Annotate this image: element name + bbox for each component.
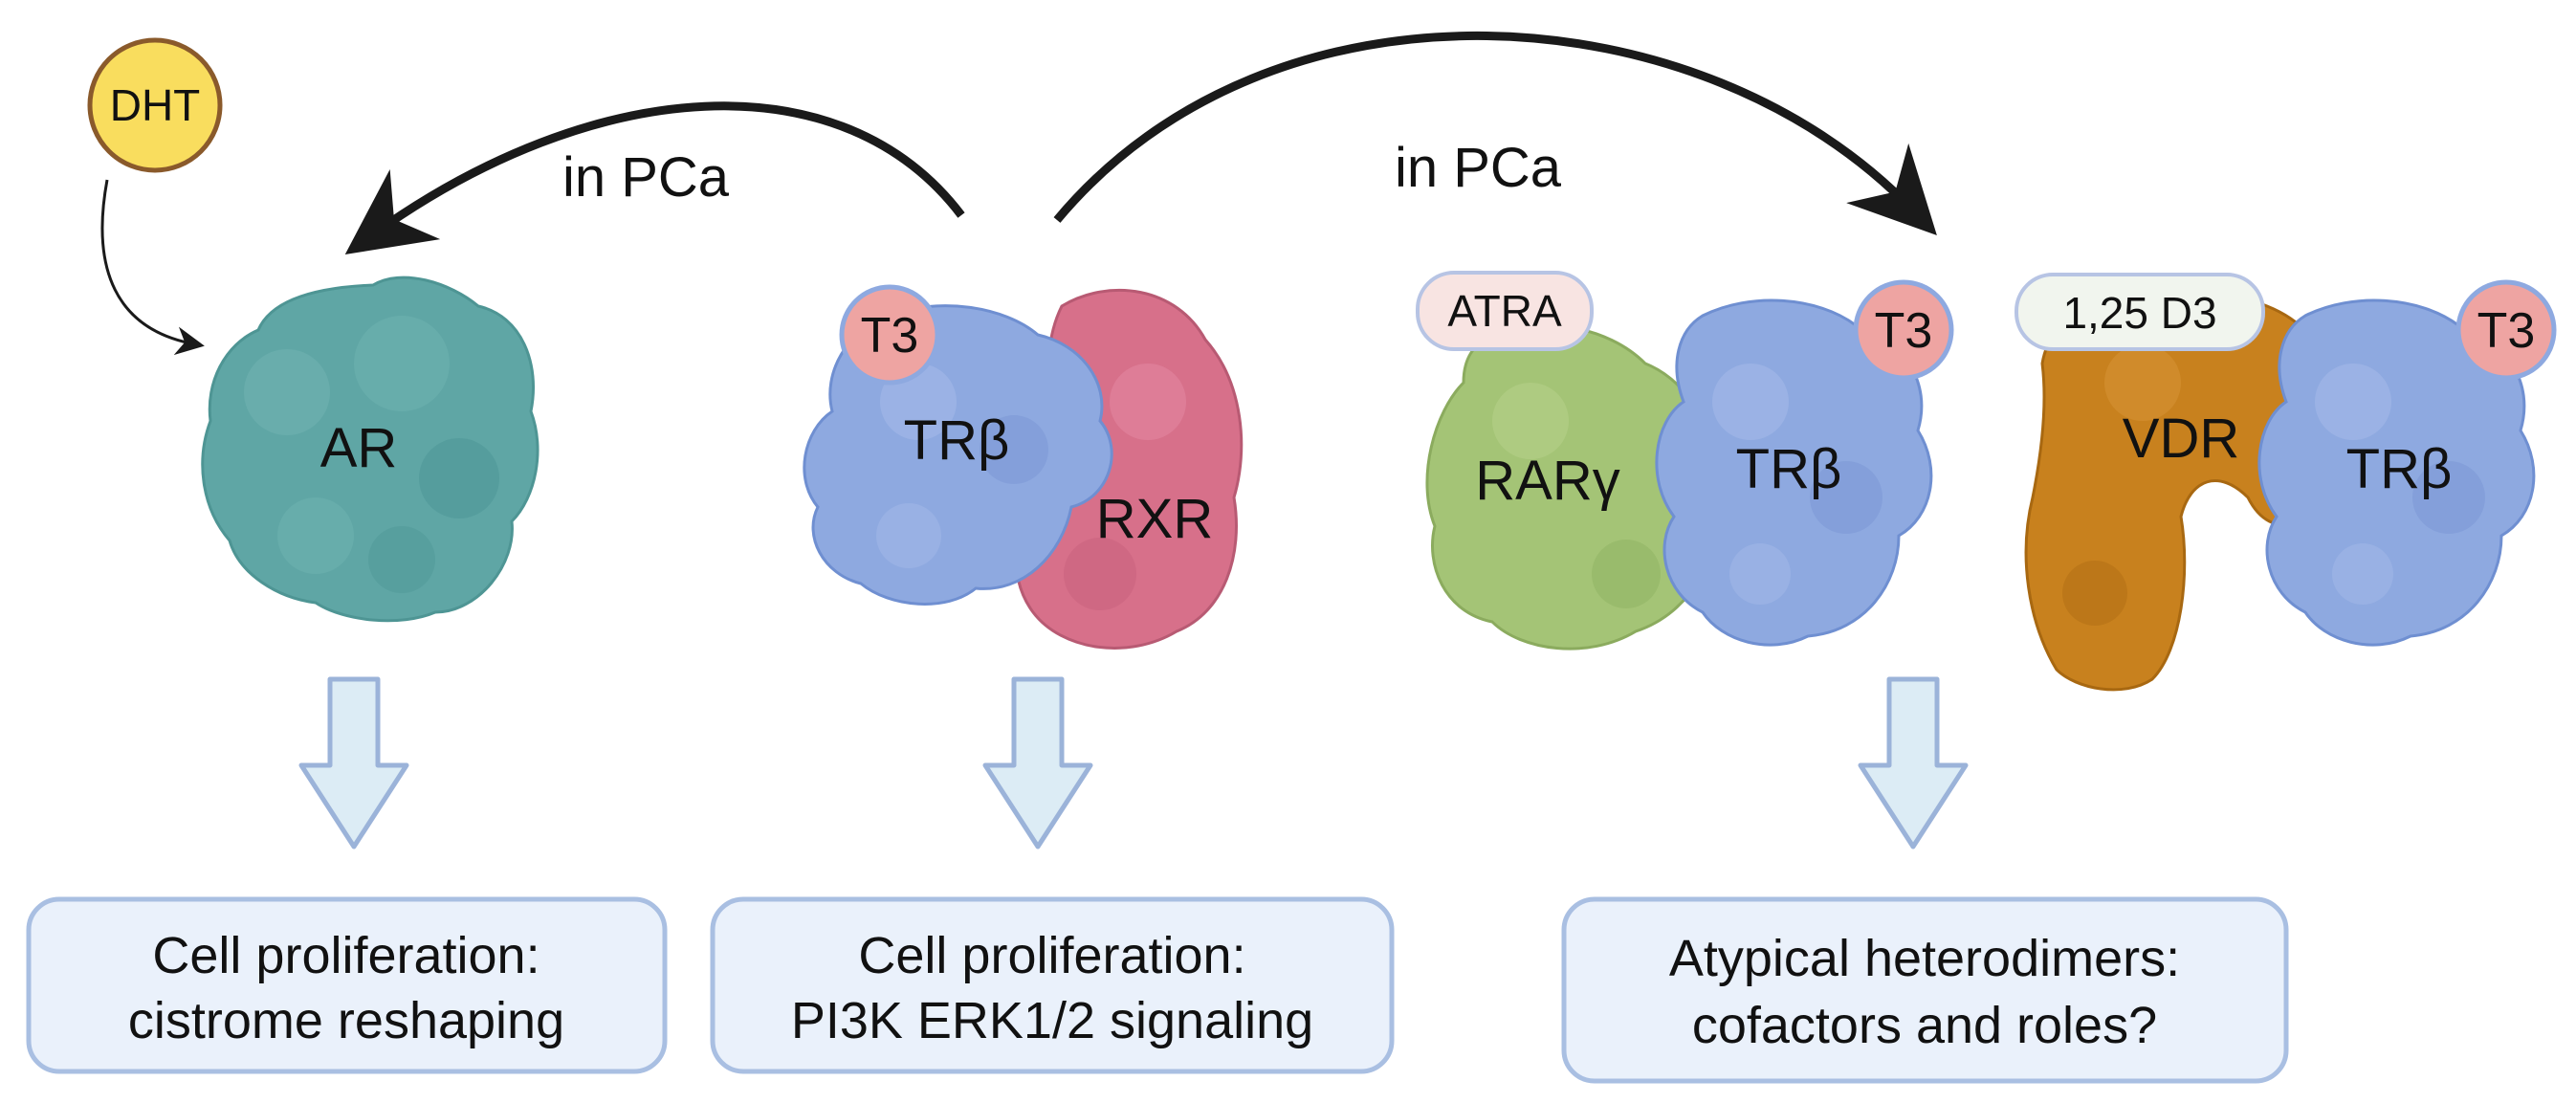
- dht-arrow: [100, 179, 205, 356]
- arrow-label-right: in PCa: [1395, 137, 1562, 199]
- dht-ligand: DHT: [87, 37, 223, 173]
- down-arrow-2: [982, 676, 1093, 849]
- t3-ligand-3: T3: [2455, 279, 2557, 381]
- rarg-protein: RARγ: [1425, 323, 1716, 651]
- dht-label: DHT: [110, 80, 201, 130]
- down-arrow-1: [298, 676, 409, 849]
- arrow-label-left: in PCa: [562, 146, 730, 209]
- curved-arrow-to-ar: [344, 101, 965, 254]
- trb-label-2: TRβ: [1736, 438, 1842, 500]
- d3-label: 1,25 D3: [2062, 288, 2216, 338]
- vdr-label: VDR: [2123, 408, 2239, 470]
- t3-label-3: T3: [2477, 303, 2536, 359]
- trb-label-1: TRβ: [904, 409, 1010, 472]
- atra-label: ATRA: [1447, 286, 1562, 336]
- outcome-3-line-1: Atypical heterodimers:: [1669, 930, 2180, 987]
- outcome-box-1: Cell proliferation: cistrome reshaping: [26, 896, 668, 1074]
- ar-label: AR: [320, 417, 398, 479]
- outcome-1-line-2: cistrome reshaping: [128, 992, 564, 1049]
- trb-protein-2: TRβ: [1655, 298, 1933, 647]
- rxr-label: RXR: [1096, 488, 1213, 550]
- trb-protein-3: TRβ: [2257, 298, 2536, 647]
- trb-label-3: TRβ: [2346, 438, 2453, 500]
- curved-arrow-to-heterodimers: [1053, 32, 1937, 235]
- outcome-box-3: Atypical heterodimers: cofactors and rol…: [1561, 896, 2289, 1084]
- atra-ligand: ATRA: [1416, 271, 1594, 351]
- rarg-label: RARγ: [1475, 450, 1619, 512]
- down-arrow-3: [1858, 676, 1969, 849]
- d3-ligand: 1,25 D3: [2015, 273, 2265, 351]
- t3-label-2: T3: [1875, 303, 1933, 359]
- t3-ligand-2: T3: [1853, 279, 1954, 381]
- t3-ligand-1: T3: [839, 284, 940, 386]
- outcome-2-line-2: PI3K ERK1/2 signaling: [791, 992, 1313, 1049]
- t3-label-1: T3: [861, 308, 919, 364]
- outcome-3-line-2: cofactors and roles?: [1692, 997, 2157, 1054]
- outcome-box-2: Cell proliferation: PI3K ERK1/2 signalin…: [710, 896, 1395, 1074]
- vdr-protein: VDR: [2024, 290, 2343, 692]
- outcome-2-line-1: Cell proliferation:: [858, 927, 1245, 984]
- outcome-1-line-1: Cell proliferation:: [152, 927, 539, 984]
- ar-protein: AR: [201, 276, 539, 623]
